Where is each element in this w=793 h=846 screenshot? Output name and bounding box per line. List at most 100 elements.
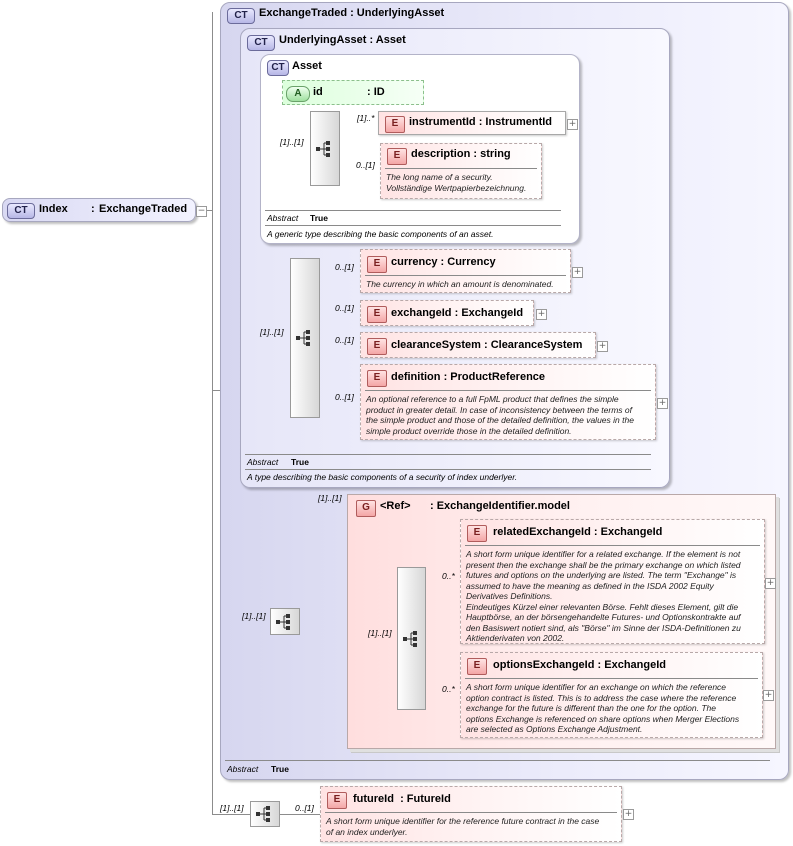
- group-icon: G: [356, 500, 376, 517]
- element-icon: E: [367, 338, 387, 355]
- divider: [465, 545, 760, 546]
- cardinality-label: 0..*: [442, 684, 455, 694]
- cardinality-label: [1]..[1]: [242, 611, 266, 621]
- abstract-label: Abstract: [227, 764, 259, 774]
- complex-type-icon: CT: [7, 203, 35, 219]
- abstract-value: True: [291, 457, 309, 467]
- cardinality-label: 0..*: [442, 571, 455, 581]
- cardinality-label: [1]..[1]: [220, 803, 244, 813]
- definition-element[interactable]: E definition : ProductReference An optio…: [360, 364, 656, 440]
- element-name: description : string: [411, 148, 511, 160]
- description-element[interactable]: E description : string The long name of …: [380, 143, 542, 199]
- sequence-compositor-icon: [402, 630, 417, 647]
- attribute-icon: A: [286, 86, 310, 102]
- cardinality-label: 0..[1]: [335, 303, 354, 313]
- expand-plus-icon[interactable]: +: [536, 309, 547, 320]
- cardinality-label: [1]..[1]: [260, 327, 284, 337]
- currency-element[interactable]: E currency : Currency The currency in wh…: [360, 249, 571, 293]
- divider: [225, 760, 770, 761]
- sequence-compositor-icon: [276, 613, 290, 630]
- complex-type-icon: CT: [247, 35, 275, 51]
- element-icon: E: [387, 148, 407, 165]
- divider: [385, 168, 537, 169]
- future-id-element[interactable]: E futureId : FutureId A short form uniqu…: [320, 786, 622, 842]
- complex-type-icon: CT: [267, 60, 289, 76]
- sequence-compositor-icon: [316, 140, 330, 157]
- element-name: optionsExchangeId : ExchangeId: [493, 659, 666, 671]
- asset-title: Asset: [292, 60, 322, 72]
- instrument-id-element[interactable]: E instrumentId : InstrumentId: [378, 111, 566, 135]
- exchange-traded-sequence-compositor[interactable]: [270, 608, 300, 635]
- sequence-compositor-icon: [256, 806, 270, 822]
- collapse-icon[interactable]: −: [196, 206, 207, 217]
- element-icon: E: [367, 370, 387, 387]
- divider: [265, 225, 561, 226]
- divider: [325, 812, 617, 813]
- divider: [365, 275, 566, 276]
- element-icon: E: [467, 525, 487, 542]
- cardinality-label: 0..[1]: [335, 262, 354, 272]
- abstract-label: Abstract: [247, 457, 279, 467]
- future-sequence-compositor[interactable]: [250, 801, 280, 827]
- element-icon: E: [367, 256, 387, 273]
- abstract-value: True: [310, 213, 328, 223]
- element-name: relatedExchangeId : ExchangeId: [493, 526, 663, 538]
- element-documentation: A short form unique identifier for an ex…: [466, 682, 740, 734]
- group-sequence-compositor[interactable]: [397, 567, 426, 710]
- element-icon: E: [467, 658, 487, 675]
- underlying-asset-sequence-compositor[interactable]: [290, 258, 320, 418]
- group-ref-label: <Ref>: [380, 500, 411, 512]
- element-documentation: An optional reference to a full FpML pro…: [366, 394, 634, 436]
- divider: [465, 678, 758, 679]
- attribute-name: id: [313, 86, 323, 98]
- exchange-id-element[interactable]: E exchangeId : ExchangeId: [360, 300, 534, 326]
- exchange-traded-title: ExchangeTraded : UnderlyingAsset: [259, 7, 445, 19]
- asset-documentation: A generic type describing the basic comp…: [267, 229, 494, 239]
- divider: [365, 390, 651, 391]
- abstract-label: Abstract: [267, 213, 299, 223]
- related-exchange-id-element[interactable]: E relatedExchangeId : ExchangeId A short…: [460, 519, 765, 644]
- expand-plus-icon[interactable]: +: [597, 341, 608, 352]
- expand-plus-icon[interactable]: +: [567, 119, 578, 130]
- group-name: : ExchangeIdentifier.model: [430, 500, 570, 512]
- clearance-system-element[interactable]: E clearanceSystem : ClearanceSystem: [360, 332, 596, 358]
- cardinality-label: 0..[1]: [335, 335, 354, 345]
- root-name: Index: [39, 203, 68, 215]
- divider: [265, 210, 561, 211]
- element-icon: E: [367, 306, 387, 323]
- complex-type-icon: CT: [227, 8, 255, 24]
- connector-line: [212, 814, 250, 815]
- expand-plus-icon[interactable]: +: [765, 578, 776, 589]
- element-documentation: The currency in which an amount is denom…: [366, 279, 554, 289]
- asset-sequence-compositor[interactable]: [310, 111, 340, 186]
- element-documentation: A short form unique identifier for the r…: [326, 816, 600, 837]
- cardinality-label: 0..[1]: [295, 803, 314, 813]
- attribute-type: : ID: [367, 86, 385, 98]
- element-name: clearanceSystem : ClearanceSystem: [391, 339, 583, 351]
- element-icon: E: [327, 792, 347, 809]
- element-icon: E: [385, 116, 405, 133]
- abstract-value: True: [271, 764, 289, 774]
- divider: [245, 469, 651, 470]
- options-exchange-id-element[interactable]: E optionsExchangeId : ExchangeId A short…: [460, 652, 763, 738]
- cardinality-label: [1]..*: [357, 113, 375, 123]
- element-name: definition : ProductReference: [391, 371, 546, 383]
- element-documentation: A short form unique identifier for a rel…: [466, 549, 741, 643]
- root-type: ExchangeTraded: [99, 203, 188, 215]
- element-name: futureId : FutureId: [353, 793, 451, 805]
- expand-plus-icon[interactable]: +: [657, 398, 668, 409]
- element-name: currency : Currency: [391, 256, 496, 268]
- expand-plus-icon[interactable]: +: [623, 809, 634, 820]
- id-attribute[interactable]: A id : ID: [282, 80, 424, 105]
- cardinality-label: [1]..[1]: [318, 493, 342, 503]
- expand-plus-icon[interactable]: +: [763, 690, 774, 701]
- index-root-element[interactable]: CT Index : ExchangeTraded: [2, 198, 196, 222]
- root-separator: :: [91, 203, 95, 215]
- cardinality-label: 0..[1]: [356, 160, 375, 170]
- expand-plus-icon[interactable]: +: [572, 267, 583, 278]
- element-documentation: The long name of a security. Vollständig…: [386, 172, 527, 193]
- element-name: exchangeId : ExchangeId: [391, 307, 524, 319]
- connector-line: [280, 814, 320, 815]
- cardinality-label: [1]..[1]: [280, 137, 304, 147]
- underlying-asset-title: UnderlyingAsset : Asset: [279, 34, 406, 46]
